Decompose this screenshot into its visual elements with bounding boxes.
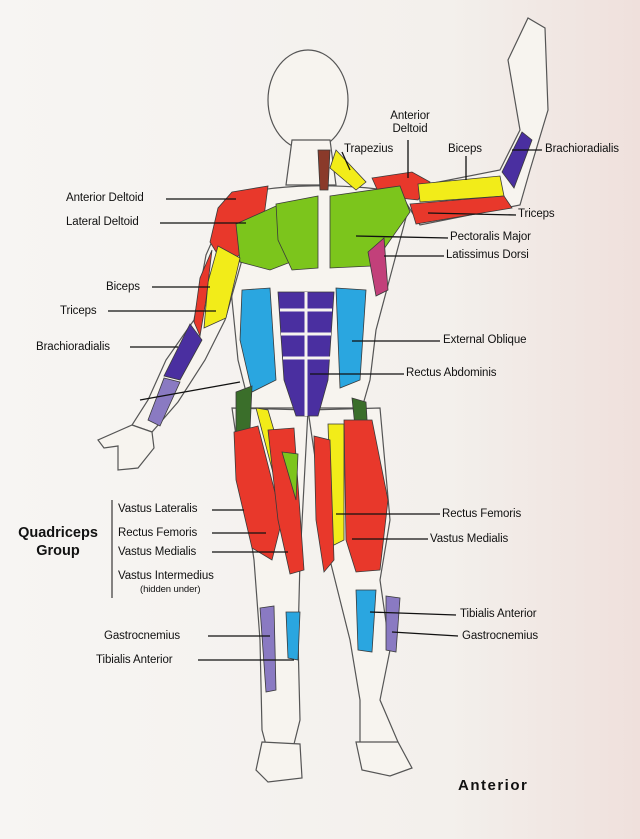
label-latissimus-dorsi: Latissimus Dorsi — [446, 249, 529, 261]
vastus-lateralis-left — [233, 425, 283, 561]
adductor-left — [281, 451, 299, 501]
label-pectoralis-major: Pectoralis Major — [450, 231, 531, 243]
label-gastrocnemius-right: Gastrocnemius — [462, 630, 539, 642]
left-hand — [97, 424, 155, 471]
external-oblique-left — [239, 287, 277, 393]
brachioradialis-raised — [501, 131, 533, 189]
label-anterior-deltoid-left: Anterior Deltoid — [66, 192, 144, 204]
label-anterior-deltoid-line1: Anterior — [390, 110, 430, 122]
group-title-line1: Quadriceps — [18, 525, 98, 541]
tibialis-right — [355, 589, 377, 653]
label-tibialis-anterior-left: Tibialis Anterior — [96, 654, 173, 666]
label-triceps-right: Triceps — [518, 208, 555, 220]
group-title-line2: Group — [36, 543, 80, 559]
gastrocnemius-left — [259, 605, 277, 693]
gastrocnemius-right — [385, 595, 401, 653]
label-brachioradialis-right: Brachioradialis — [545, 143, 619, 155]
trapezius-muscle — [329, 149, 367, 191]
view-label: Anterior — [458, 777, 529, 794]
label-biceps-right: Biceps — [448, 143, 482, 155]
label-tibialis-anterior-right: Tibialis Anterior — [460, 608, 537, 620]
label-anterior-deltoid-top: Anterior Deltoid — [382, 110, 438, 136]
quadriceps-group-title: Quadriceps Group — [8, 524, 108, 560]
leader-lines — [108, 140, 542, 661]
label-vastus-lateralis: Vastus Lateralis — [118, 503, 198, 515]
triceps-raised — [409, 195, 513, 225]
external-oblique-right — [335, 287, 367, 389]
vastus-lateralis-right-leg — [343, 419, 389, 573]
muscles — [147, 131, 533, 693]
label-anterior-deltoid-line2: Deltoid — [392, 123, 428, 135]
label-lateral-deltoid: Lateral Deltoid — [66, 216, 139, 228]
label-vastus-medialis-left: Vastus Medialis — [118, 546, 197, 558]
biceps-left — [203, 245, 241, 329]
label-vastus-intermedius: Vastus Intermedius — [118, 570, 214, 582]
label-biceps-left: Biceps — [106, 281, 140, 293]
forearm-left — [147, 377, 181, 427]
label-trapezius: Trapezius — [344, 143, 394, 155]
vastus-medialis-right-leg — [313, 435, 335, 573]
label-triceps-left: Triceps — [60, 305, 97, 317]
triceps-left — [193, 249, 213, 338]
label-external-oblique: External Oblique — [443, 334, 527, 346]
left-foot — [255, 741, 303, 783]
pectoralis-left — [275, 195, 319, 271]
hip-left — [235, 385, 253, 433]
brachioradialis-left — [163, 323, 203, 381]
label-hidden-under: (hidden under) — [140, 584, 201, 595]
head — [267, 49, 349, 151]
label-brachioradialis-left: Brachioradialis — [36, 341, 110, 353]
label-gastrocnemius-left: Gastrocnemius — [104, 630, 181, 642]
label-vastus-medialis-right: Vastus Medialis — [430, 533, 509, 545]
sternocleidomastoid — [317, 149, 331, 191]
pectoralis-right — [329, 185, 411, 269]
label-rectus-femoris-right: Rectus Femoris — [442, 508, 522, 520]
latissimus — [367, 237, 389, 297]
right-foot — [355, 741, 413, 777]
tibialis-left — [285, 611, 301, 661]
label-rectus-abdominis: Rectus Abdominis — [406, 367, 497, 379]
label-rectus-femoris-left: Rectus Femoris — [118, 527, 198, 539]
abdominal-bands — [280, 292, 332, 416]
